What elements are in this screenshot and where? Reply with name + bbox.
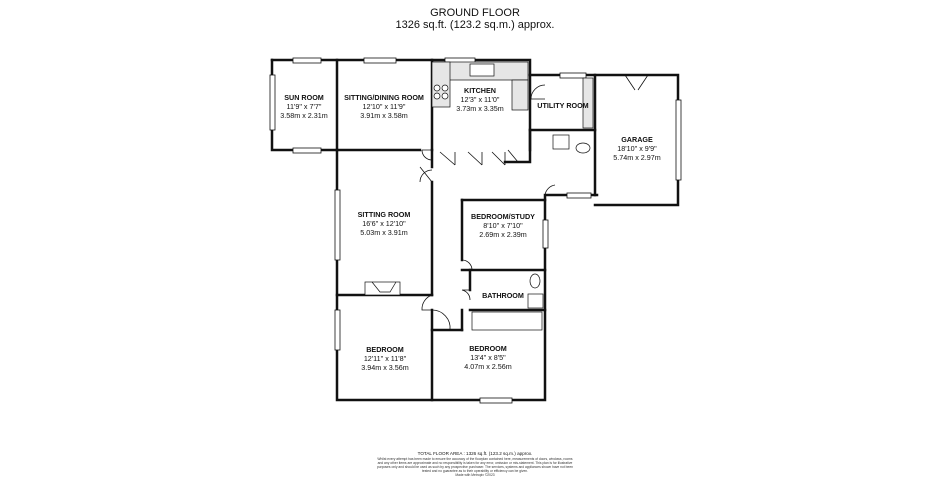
window (479, 397, 513, 404)
room-dims-metric: 2.69m x 2.39m (479, 230, 527, 239)
window (269, 74, 276, 131)
door-swing (491, 151, 506, 166)
kitchen-counter (511, 79, 529, 111)
room-name: SITTING ROOM (358, 210, 411, 219)
window (566, 192, 592, 199)
fireplace-hearth (371, 281, 397, 293)
room-dims-imperial: 11'9" x 7'7" (287, 102, 322, 111)
fireplace (364, 281, 401, 296)
room-dims-imperial: 12'3" x 11'0" (461, 95, 500, 104)
hob (441, 84, 449, 92)
room-labels: SUN ROOM 11'9" x 7'7" 3.58m x 2.31m SITT… (280, 86, 661, 372)
wc (529, 273, 541, 289)
room-name: BEDROOM/STUDY (471, 212, 535, 221)
sink (469, 63, 495, 77)
door-swing (507, 149, 519, 163)
utility-counter (582, 77, 594, 129)
credit-text: Made with Metropix ©2023 (455, 473, 495, 478)
room-dims-imperial: 12'10" x 11'9" (363, 102, 406, 111)
window (292, 57, 322, 64)
window (334, 309, 341, 351)
door-swing (544, 184, 556, 196)
room-dims-imperial: 12'11" x 11'8" (364, 354, 407, 363)
room-dims-imperial: 16'6" x 12'10" (362, 219, 406, 228)
window (363, 57, 397, 64)
door-swing (439, 151, 456, 166)
room-name: BEDROOM (469, 344, 507, 353)
window (559, 72, 587, 79)
window (334, 189, 341, 261)
room-dims-metric: 3.94m x 3.56m (361, 363, 409, 372)
room-dims-metric: 4.07m x 2.56m (464, 362, 512, 371)
room-name: GARAGE (621, 135, 653, 144)
door-swing (467, 151, 483, 166)
disclaimer: Whilst every attempt has been made to en… (375, 457, 575, 477)
window (542, 219, 549, 249)
door-swing (421, 294, 433, 311)
hob (433, 84, 441, 92)
disclaimer-text: Whilst every attempt has been made to en… (376, 457, 574, 474)
floor-title: GROUND FLOOR (430, 7, 520, 19)
total-floor-area: TOTAL FLOOR AREA : 1326 sq.ft. (123.2 sq… (417, 451, 533, 456)
room-name: BATHROOM (482, 291, 524, 300)
bath (471, 311, 543, 331)
window (292, 147, 322, 154)
door-swing (431, 309, 451, 331)
room-dims-imperial: 8'10" x 7'10" (483, 221, 523, 230)
room-name: UTILITY ROOM (537, 101, 588, 110)
room-dims-imperial: 13'4" x 8'5" (470, 353, 506, 362)
door-swing (419, 166, 433, 183)
room-dims-metric: 3.58m x 2.31m (280, 111, 328, 120)
room-name: BEDROOM (366, 345, 404, 354)
room-name: SITTING/DINING ROOM (344, 93, 424, 102)
room-dims-imperial: 18'10" x 9'9" (617, 144, 657, 153)
room-dims-metric: 3.73m x 3.35m (456, 104, 504, 113)
kitchen-counter (431, 61, 451, 108)
basin (552, 134, 570, 150)
room-dims-metric: 5.03m x 3.91m (360, 228, 408, 237)
window (675, 99, 682, 181)
floor-area: 1326 sq.ft. (123.2 sq.m.) approx. (395, 19, 555, 31)
hob (433, 92, 441, 100)
door-swing (624, 74, 649, 91)
room-dims-metric: 5.74m x 2.97m (613, 153, 661, 162)
door-swing (461, 289, 471, 301)
wc (575, 142, 591, 154)
door-swing (530, 84, 546, 100)
hob (441, 92, 449, 100)
door-swing (461, 259, 473, 271)
room-name: KITCHEN (464, 86, 496, 95)
room-name: SUN ROOM (284, 93, 324, 102)
room-dims-metric: 3.91m x 3.58m (360, 111, 408, 120)
door-swing (421, 149, 433, 161)
basin (527, 293, 544, 309)
